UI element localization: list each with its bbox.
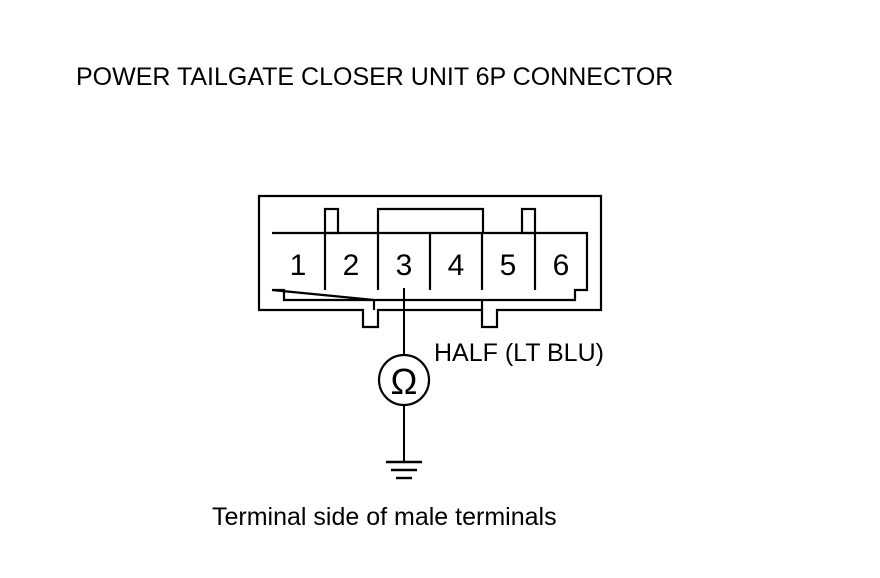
center-lock-window	[376, 207, 485, 233]
terminal-number-1: 1	[290, 249, 307, 282]
terminal-number-4: 4	[448, 249, 465, 282]
terminal-5-latch	[520, 207, 537, 235]
diagram-title: POWER TAILGATE CLOSER UNIT 6P CONNECTOR	[76, 63, 673, 91]
connector-inner-cavity	[271, 231, 589, 310]
ground-icon	[386, 460, 422, 480]
terminal-number-5: 5	[500, 249, 517, 282]
ohm-symbol: Ω	[391, 361, 418, 402]
connector-housing	[257, 194, 603, 329]
ohmmeter-icon: Ω	[377, 353, 431, 407]
terminal-numbers: 1 2 3 4 5 6	[290, 249, 570, 282]
wire-label: HALF (LT BLU)	[434, 339, 604, 367]
terminal-number-6: 6	[553, 249, 570, 282]
terminal-number-2: 2	[343, 249, 360, 282]
terminal-2-latch	[323, 207, 340, 235]
diagram-caption: Terminal side of male terminals	[212, 503, 557, 531]
terminal-number-3: 3	[396, 249, 413, 282]
